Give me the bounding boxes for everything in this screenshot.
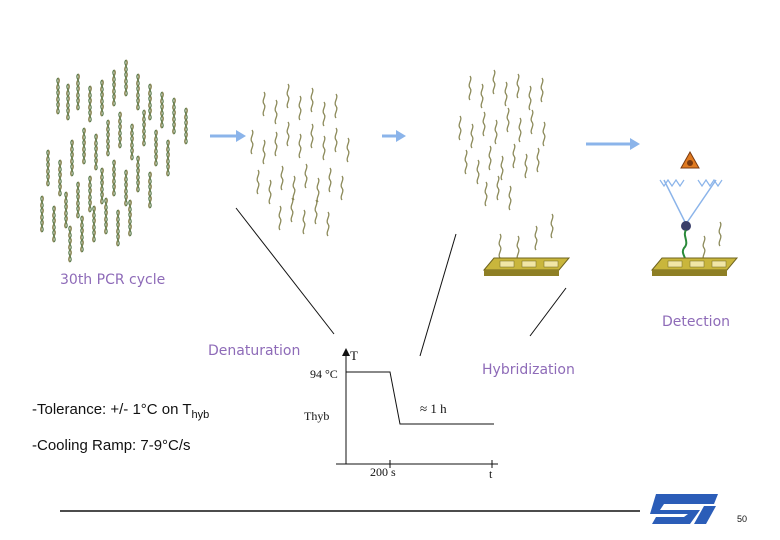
x-axis-label: t (489, 467, 493, 481)
temperature-profile-chart (336, 348, 498, 468)
tolerance-subscript: hyb (191, 409, 210, 421)
y-tick-label-thyb: Thyb (304, 409, 330, 423)
tolerance-note: -Tolerance: +/- 1°C on Thyb (32, 401, 209, 421)
dsdna-cluster-icon (40, 59, 188, 263)
duration-annotation: ≈ 1 h (420, 401, 447, 416)
tolerance-text: -Tolerance: +/- 1°C on T (32, 401, 192, 418)
callout-line (529, 287, 567, 337)
callout-line (235, 207, 335, 335)
arrow-right-icon (210, 130, 246, 142)
ssdna-cluster-icon (250, 83, 350, 237)
laser-detection-icon (651, 150, 738, 277)
detection-label: Detection (662, 314, 731, 330)
y-tick-label-94c: 94 °C (310, 367, 338, 381)
pcr-cycle-label: 30th PCR cycle (60, 272, 166, 288)
ssdna-cluster-icon (458, 69, 546, 211)
arrow-right-icon (586, 138, 640, 150)
biochip-hybridization-icon (483, 213, 570, 277)
callout-line (419, 233, 457, 357)
st-logo-icon (650, 494, 718, 524)
hybridization-label: Hybridization (482, 362, 575, 378)
arrow-right-icon (382, 130, 406, 142)
y-axis-label: T (350, 348, 358, 363)
temperature-curve (346, 371, 494, 425)
cooling-ramp-note: -Cooling Ramp: 7-9°C/s (32, 437, 191, 454)
denaturation-label: Denaturation (208, 343, 301, 359)
x-tick-label-200s: 200 s (370, 465, 396, 479)
page-number: 50 (737, 514, 748, 524)
